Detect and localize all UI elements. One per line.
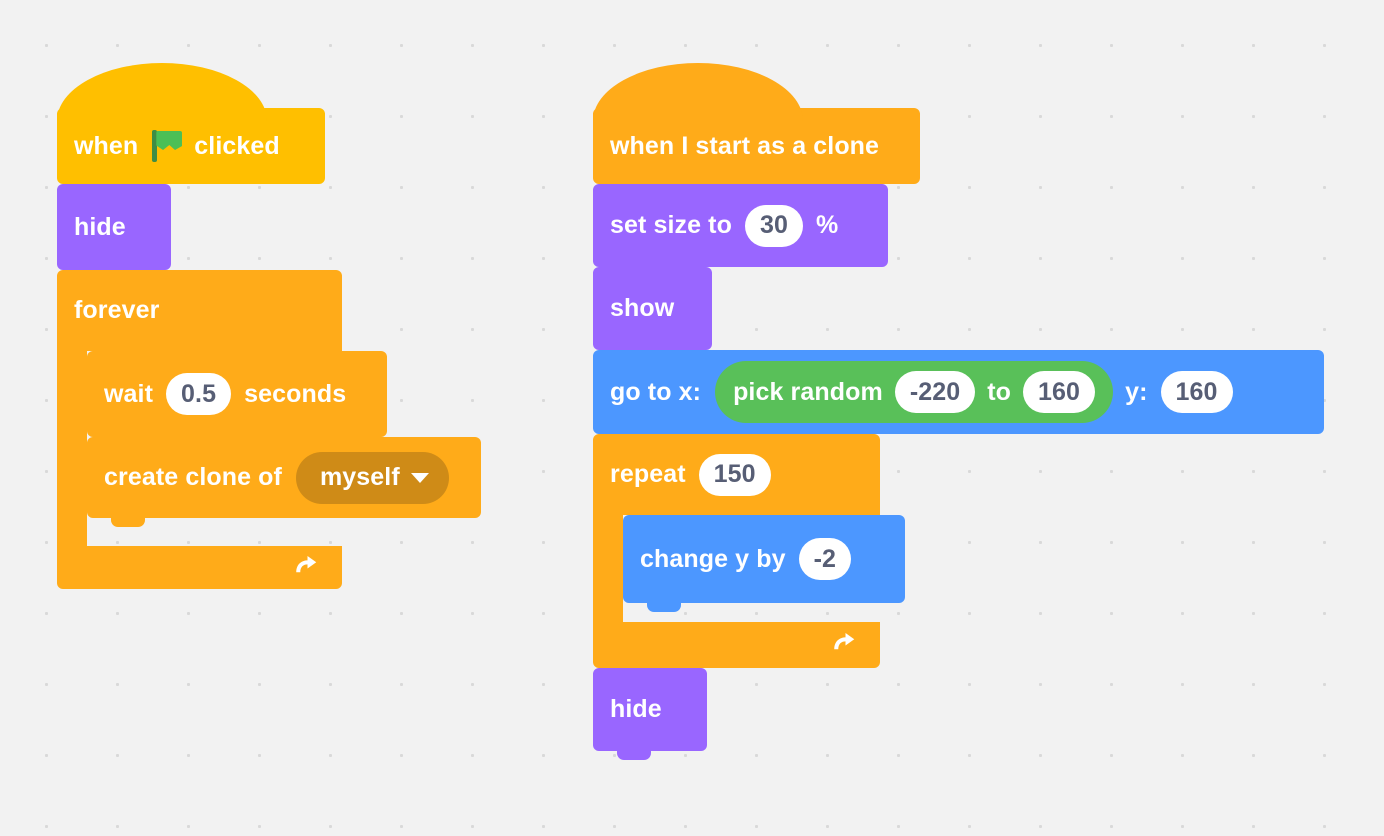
block-forever[interactable]: forever wait 0.5 seconds create clone of — [57, 270, 481, 589]
chevron-down-icon — [410, 472, 429, 483]
bottom-notch — [647, 603, 681, 612]
block-hide[interactable]: hide — [57, 184, 171, 279]
block-wait-seconds[interactable]: wait 0.5 seconds — [87, 351, 387, 437]
block-hide-final[interactable]: hide — [593, 668, 707, 760]
repeat-label: repeat — [610, 460, 686, 488]
block-when-i-start-as-clone[interactable]: when I start as a clone — [593, 63, 920, 193]
block-repeat[interactable]: repeat 150 change y by -2 — [593, 434, 905, 708]
pick-random-to-label: to — [987, 377, 1012, 406]
when-label: when — [74, 131, 139, 160]
loop-arrow-icon — [290, 551, 320, 581]
forever-header[interactable]: forever — [57, 270, 342, 351]
green-flag-icon — [152, 130, 183, 162]
block-go-to-xy[interactable]: go to x: pick random -220 to 160 y: 160 — [593, 350, 1324, 443]
go-to-y-input[interactable]: 160 — [1160, 371, 1233, 413]
pick-random-label: pick random — [733, 377, 883, 406]
when-i-start-as-clone-label: when I start as a clone — [610, 131, 880, 160]
hat-dome — [57, 63, 267, 123]
set-size-input[interactable]: 30 — [744, 204, 803, 247]
clone-target-value: myself — [319, 463, 400, 491]
block-when-flag-clicked[interactable]: when clicked — [57, 63, 325, 193]
block-show[interactable]: show — [593, 267, 712, 359]
wait-label: wait — [104, 379, 154, 408]
repeat-header[interactable]: repeat 150 — [593, 434, 880, 515]
change-y-by-label: change y by — [640, 544, 786, 573]
pick-random-to-input[interactable]: 160 — [1023, 371, 1096, 413]
reporter-pick-random[interactable]: pick random -220 to 160 — [715, 361, 1114, 423]
go-to-y-label: y: — [1125, 377, 1148, 406]
go-to-x-label: go to x: — [610, 377, 702, 406]
repeat-footer — [593, 622, 880, 668]
wait-duration-input[interactable]: 0.5 — [166, 373, 232, 415]
clicked-label: clicked — [194, 131, 280, 160]
block-create-clone[interactable]: create clone of myself — [87, 437, 481, 527]
seconds-label: seconds — [244, 379, 347, 408]
change-y-input[interactable]: -2 — [798, 538, 852, 580]
hide-label: hide — [74, 212, 126, 241]
loop-arrow-icon — [828, 628, 858, 658]
clone-target-dropdown[interactable]: myself — [295, 451, 449, 504]
show-label: show — [610, 294, 675, 322]
bottom-notch — [111, 518, 145, 527]
pick-random-from-input[interactable]: -220 — [894, 371, 976, 413]
bottom-notch — [617, 751, 651, 760]
percent-label: % — [816, 211, 839, 239]
forever-left-arm — [57, 351, 87, 546]
create-clone-label: create clone of — [104, 463, 282, 491]
forever-label: forever — [74, 296, 160, 324]
forever-footer — [57, 546, 342, 589]
hide-label: hide — [610, 695, 662, 723]
block-set-size-to[interactable]: set size to 30 % — [593, 184, 888, 276]
repeat-count-input[interactable]: 150 — [698, 453, 771, 496]
hat-dome — [593, 63, 803, 123]
block-change-y-by[interactable]: change y by -2 — [623, 515, 905, 612]
set-size-label: set size to — [610, 211, 732, 239]
repeat-left-arm — [593, 515, 623, 622]
